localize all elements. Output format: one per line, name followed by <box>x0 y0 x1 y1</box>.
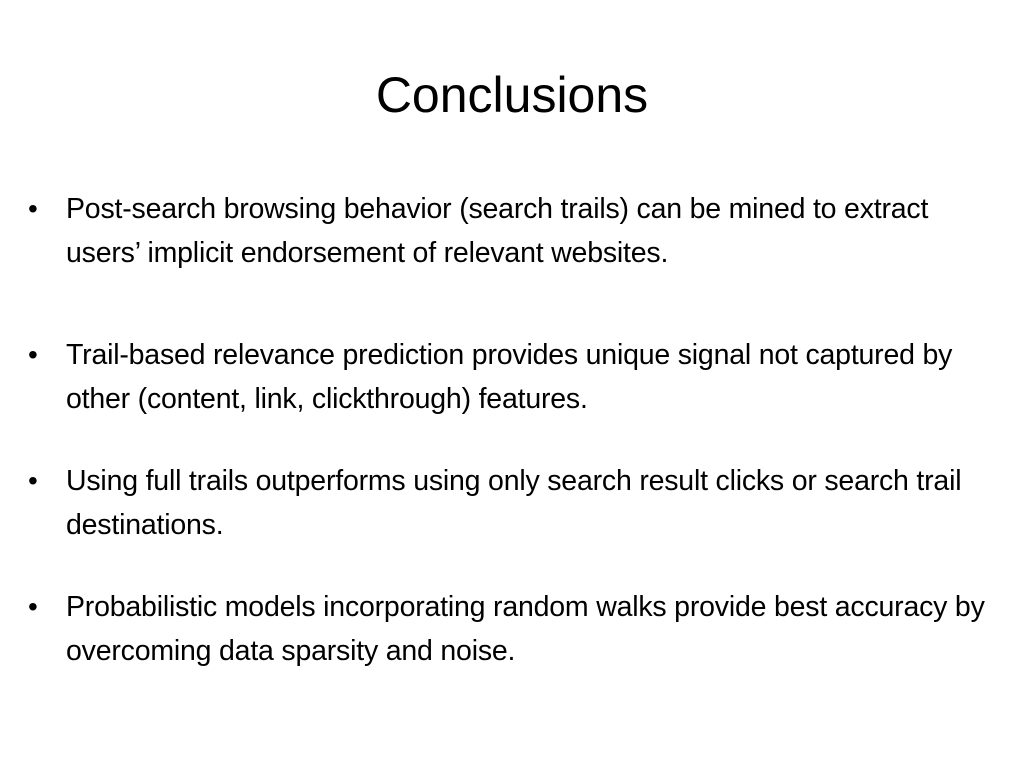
bullet-icon: • <box>28 465 38 496</box>
bullet-item: • Post-search browsing behavior (search … <box>28 187 1000 275</box>
bullet-text: Using full trails outperforms using only… <box>66 465 962 541</box>
bullet-text: Post-search browsing behavior (search tr… <box>66 193 929 269</box>
bullet-item: • Trail-based relevance prediction provi… <box>28 333 1000 421</box>
bullet-text: Trail-based relevance prediction provide… <box>66 339 953 415</box>
slide-title: Conclusions <box>375 67 649 123</box>
bullet-icon: • <box>28 193 38 224</box>
bullet-list: • Post-search browsing behavior (search … <box>28 187 1000 673</box>
bullet-text: Probabilistic models incorporating rando… <box>66 591 985 667</box>
bullet-item: • Using full trails outperforms using on… <box>28 459 1000 547</box>
bullet-icon: • <box>28 339 38 370</box>
bullet-item: • Probabilistic models incorporating ran… <box>28 585 1000 673</box>
bullet-icon: • <box>28 591 38 622</box>
